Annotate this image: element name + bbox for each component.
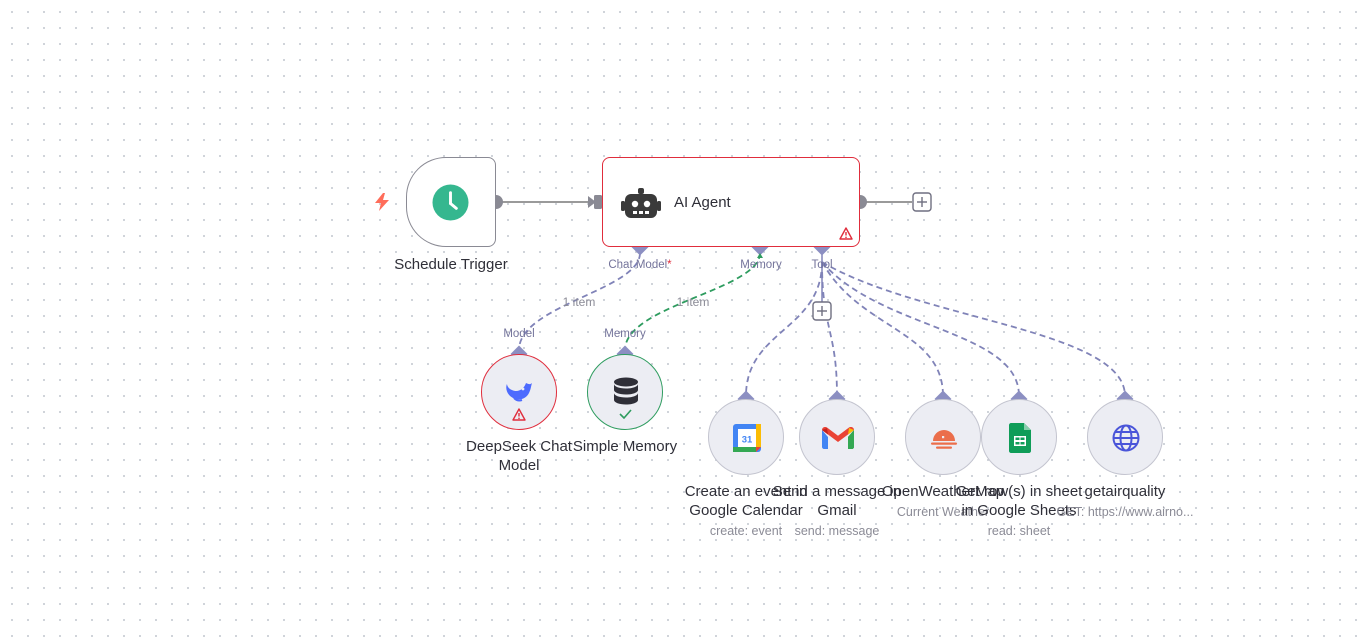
openweathermap-node[interactable] [905, 399, 981, 475]
gmail-label-line1: Send a message in [772, 483, 902, 500]
wire-tool-calendar[interactable] [745, 261, 823, 397]
google-calendar-label-line1: Create an event in [684, 483, 808, 500]
google-sheets-icon [1009, 423, 1031, 453]
calendar-day-text: 31 [742, 435, 753, 446]
google-sheets-label-line1: Get row(s) in sheet [955, 483, 1083, 500]
port-label-memory: Memory [740, 259, 782, 271]
port-label-chat-model-text: Chat Model [608, 259, 668, 271]
google-sheets-node[interactable] [981, 399, 1057, 475]
lightning-icon [375, 193, 389, 211]
getairquality-subtitle: GET: https://www.airno... [1056, 505, 1194, 519]
warning-icon[interactable] [839, 227, 853, 240]
openweathermap-subtitle: Current Weather [896, 505, 990, 519]
tool-add-button[interactable] [812, 301, 832, 321]
gmail-label-line2: Gmail [817, 502, 857, 519]
schedule-trigger-label: Schedule Trigger [394, 256, 508, 273]
agent-input-handle[interactable] [594, 195, 602, 209]
ai-agent-node[interactable] [602, 157, 860, 247]
gmail-icon [822, 427, 854, 449]
gmail-subtitle: send: message [794, 524, 880, 538]
simple-memory-label: Simple Memory [572, 438, 678, 455]
globe-icon [1112, 424, 1140, 452]
port-label-model-input: Model [503, 328, 535, 340]
wire-tool-http[interactable] [821, 261, 1126, 397]
google-sheets-label-line2: in Google Sheets [961, 502, 1077, 519]
agent-input-arrow [588, 196, 596, 208]
clock-icon [432, 184, 469, 221]
database-icon [614, 377, 638, 405]
check-icon [619, 409, 632, 419]
schedule-trigger-node[interactable] [406, 157, 496, 247]
sun-horizon-icon [931, 430, 957, 449]
wire-tool-gmail[interactable] [821, 261, 838, 397]
google-calendar-subtitle: create: event [709, 524, 783, 538]
getairquality-node[interactable] [1087, 399, 1163, 475]
wire-tool-sheets[interactable] [821, 261, 1020, 397]
wire-tool-weather[interactable] [821, 261, 944, 397]
deepseek-chat-model-node[interactable] [481, 354, 557, 430]
warning-icon[interactable] [512, 408, 526, 421]
simple-memory-node[interactable] [587, 354, 663, 430]
ai-agent-title: AI Agent [674, 194, 731, 211]
getairquality-label: getairquality [1084, 483, 1166, 500]
deepseek-label-line1: DeepSeek Chat [466, 438, 572, 455]
output-add-button[interactable] [912, 192, 932, 212]
edge-label-memory-items: 1 item [676, 295, 710, 309]
edge-label-model-items: 1 item [562, 295, 596, 309]
port-label-chat-model: Chat Model* [608, 258, 671, 272]
google-sheets-subtitle: read: sheet [987, 524, 1051, 538]
robot-icon [621, 188, 661, 218]
google-calendar-icon: 31 [733, 424, 761, 452]
required-mark: * [667, 259, 672, 271]
port-label-memory-input: Memory [604, 328, 646, 340]
google-calendar-node[interactable]: 31 [708, 399, 784, 475]
google-calendar-label-line2: Google Calendar [689, 502, 803, 519]
deepseek-whale-icon [506, 383, 532, 402]
port-label-tool: Tool [811, 259, 833, 271]
deepseek-label-line2: Model [498, 457, 540, 474]
gmail-node[interactable] [799, 399, 875, 475]
openweathermap-label: OpenWeatherMap [881, 483, 1005, 500]
